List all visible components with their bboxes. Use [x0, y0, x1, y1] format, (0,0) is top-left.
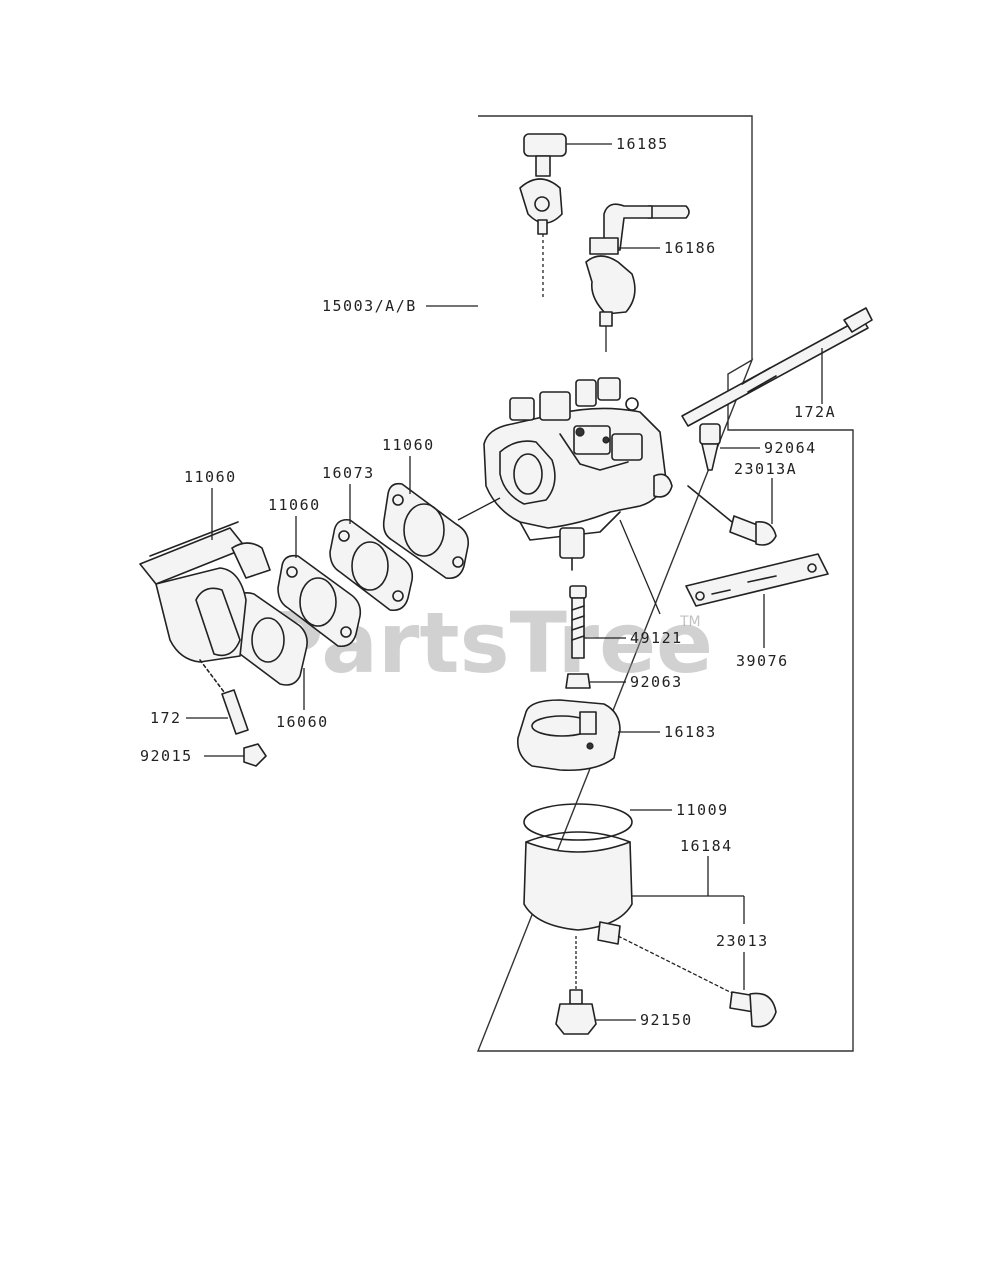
- label-92015[interactable]: 92015: [140, 747, 193, 765]
- choke-knob-part[interactable]: [519, 133, 567, 235]
- leader-39076-diag: [619, 519, 661, 615]
- label-15003[interactable]: 15003/A/B: [322, 297, 417, 315]
- axis-line-intake: [457, 497, 501, 521]
- label-172[interactable]: 172: [150, 709, 182, 727]
- label-11009[interactable]: 11009: [676, 801, 729, 819]
- label-16073[interactable]: 16073: [322, 464, 375, 482]
- screw-23013A-part[interactable]: [687, 485, 777, 546]
- gasket-11060-middle[interactable]: [277, 554, 362, 648]
- drain-screw-part[interactable]: [555, 936, 597, 1035]
- label-92150[interactable]: 92150: [640, 1011, 693, 1029]
- float-bowl-part[interactable]: [523, 831, 633, 945]
- bolt-23013-part[interactable]: [617, 935, 777, 1028]
- float-16183-part[interactable]: [516, 699, 621, 772]
- intake-pipe-part[interactable]: [139, 521, 271, 701]
- throttle-lever-part[interactable]: [585, 203, 690, 327]
- label-39076[interactable]: 39076: [736, 652, 789, 670]
- label-23013A[interactable]: 23013A: [734, 460, 797, 478]
- label-16186[interactable]: 16186: [664, 239, 717, 257]
- label-11060-b[interactable]: 11060: [268, 496, 321, 514]
- stud-172-part[interactable]: [221, 689, 249, 735]
- carburetor-body-part[interactable]: [483, 377, 673, 571]
- label-16060[interactable]: 16060: [276, 713, 329, 731]
- insulator-16060-part[interactable]: [230, 592, 308, 686]
- assembly-frame: [476, 115, 854, 1052]
- plate-39076-part[interactable]: [685, 553, 829, 607]
- idle-pin-part[interactable]: [699, 423, 721, 471]
- nozzle-49121-part[interactable]: [569, 585, 587, 659]
- spacer-16073-part[interactable]: [329, 518, 414, 612]
- long-screw-part[interactable]: [681, 307, 873, 427]
- watermark-trademark: TM: [679, 614, 701, 630]
- gasket-11060-right[interactable]: [382, 482, 470, 580]
- nut-92015-part[interactable]: [243, 743, 267, 767]
- label-11060-c[interactable]: 11060: [382, 436, 435, 454]
- label-16183[interactable]: 16183: [664, 723, 717, 741]
- label-49121[interactable]: 49121: [630, 629, 683, 647]
- label-16184[interactable]: 16184: [680, 837, 733, 855]
- label-11060-a[interactable]: 11060: [184, 468, 237, 486]
- label-16185[interactable]: 16185: [616, 135, 669, 153]
- label-92063[interactable]: 92063: [630, 673, 683, 691]
- jet-92063-part[interactable]: [565, 673, 591, 689]
- oring-11009-part[interactable]: [523, 803, 633, 841]
- label-172A[interactable]: 172A: [794, 403, 836, 421]
- label-23013[interactable]: 23013: [716, 932, 769, 950]
- label-92064[interactable]: 92064: [764, 439, 817, 457]
